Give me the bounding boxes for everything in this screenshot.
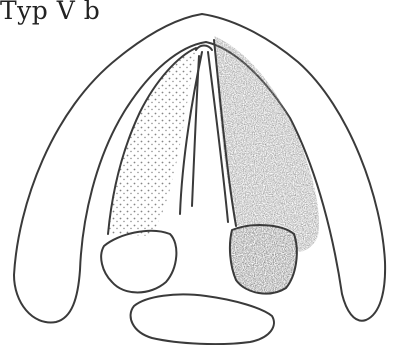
posterior-cartilage: [131, 294, 274, 344]
right-vocal-fold-shading: [214, 36, 319, 251]
left-arytenoid: [101, 231, 176, 293]
glottis-tip: [196, 46, 212, 51]
glottis-inner-line: [192, 56, 199, 206]
figure-caption: Typ V b: [0, 0, 100, 26]
